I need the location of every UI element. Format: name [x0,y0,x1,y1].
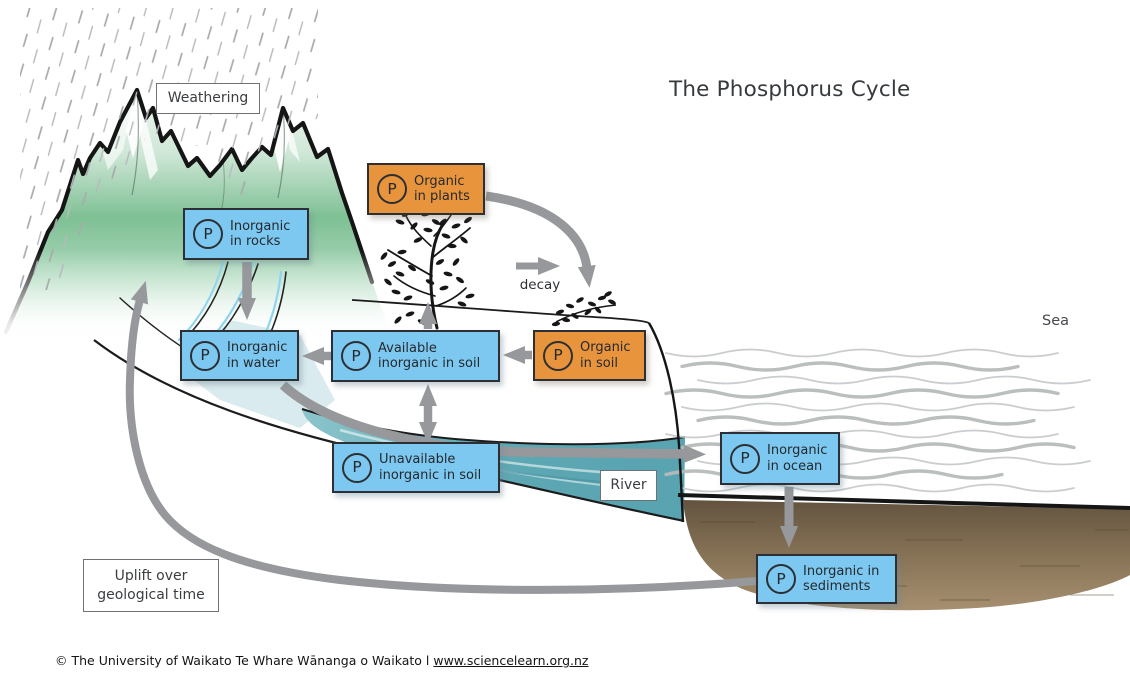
label-river: River [600,470,657,501]
phosphorus-symbol: P [193,219,223,249]
arrow-uplift [125,280,758,594]
arrow-plants-to-organicsoil [485,191,596,288]
phosphorus-symbol: P [543,340,573,371]
coastline [647,322,685,523]
footer-credit: © The University of Waikato Te Whare Wān… [55,653,589,668]
label-weathering: Weathering [156,83,260,114]
phosphorus-symbol: P [766,564,796,594]
page-title: The Phosphorus Cycle [669,77,911,102]
rain [20,8,318,290]
phosphorus-symbol: P [377,174,407,204]
arrow-river-to-ocean [279,381,706,463]
label-decay: decay [519,277,561,293]
phosphorus-symbol: P [190,340,220,371]
label-sea: Sea [1042,313,1070,329]
copyright-text: © The University of Waikato Te Whare Wān… [55,653,430,668]
ground-line [351,299,650,324]
phosphorus-symbol: P [341,341,371,371]
sea-floor-and-sediments [677,493,1130,611]
flow-arrows [125,191,798,594]
ground-plant [551,291,617,327]
phosphorus-symbol: P [730,443,760,474]
sciencelearn-link[interactable]: www.sciencelearn.org.nz [433,653,589,668]
tree [380,201,475,330]
phosphorus-symbol: P [342,452,372,483]
